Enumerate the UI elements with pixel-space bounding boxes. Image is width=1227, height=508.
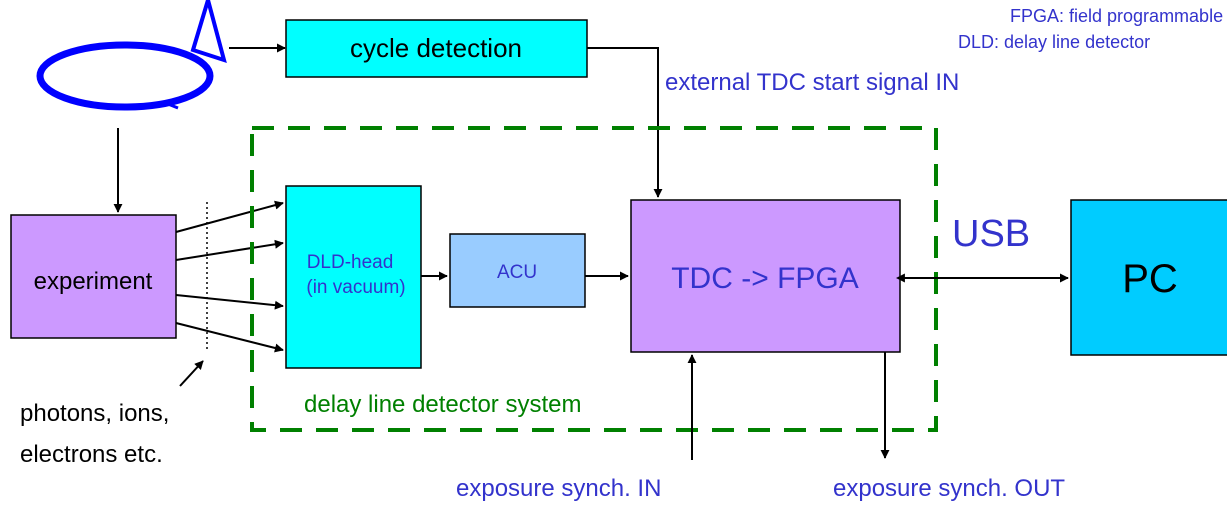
arrow-cycle-to-tdc <box>587 47 663 198</box>
ring-icon <box>36 0 227 111</box>
experiment-label: experiment <box>34 268 153 295</box>
external-tdc-start-label: external TDC start signal IN <box>665 69 959 96</box>
particles-label-line2: electrons etc. <box>20 441 163 468</box>
dld-head-box <box>285 185 422 369</box>
legend-dld: DLD: delay line detector <box>958 32 1150 52</box>
tdc-fpga-box <box>630 199 901 353</box>
dld-head-label-line1: DLD-head <box>307 252 394 273</box>
pc-box <box>1070 199 1227 356</box>
experiment-box <box>10 214 177 339</box>
exposure-out-label: exposure synch. OUT <box>833 475 1065 502</box>
acu-box <box>449 233 586 308</box>
dld-head-label-line2: (in vacuum) <box>306 277 405 298</box>
acu-label: ACU <box>497 262 537 283</box>
usb-label: USB <box>952 213 1030 255</box>
exposure-in-label: exposure synch. IN <box>456 475 661 502</box>
particles-label-line1: photons, ions, <box>20 400 169 427</box>
cycle-detection-label: cycle detection <box>350 33 522 63</box>
delay-line-system-label: delay line detector system <box>304 391 581 418</box>
arrow-particles-pointer <box>179 360 204 387</box>
pc-label: PC <box>1122 257 1178 301</box>
legend-fpga: FPGA: field programmable gate array <box>1010 6 1227 26</box>
particle-arrows <box>175 200 284 353</box>
tdc-fpga-label: TDC -> FPGA <box>671 262 859 295</box>
